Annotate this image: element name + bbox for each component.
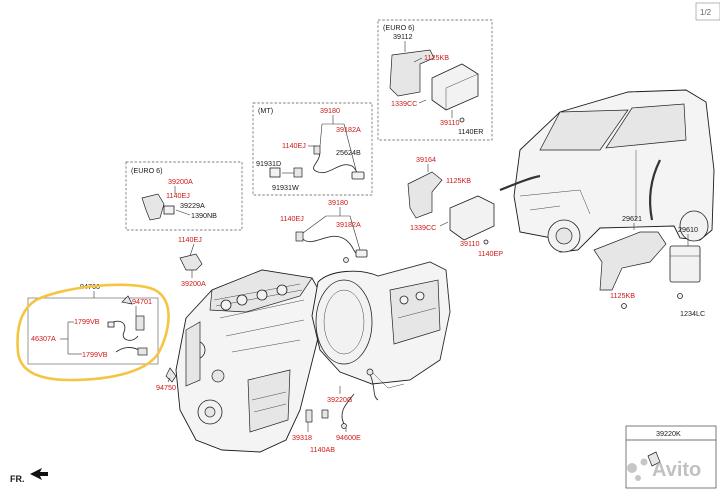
part-1234lc: 1234LC [680,309,705,318]
connector-91931d [269,167,281,178]
part-1125kb-c: 1125KB [610,291,635,300]
part-39182a: 39182A [336,125,361,134]
sensor-94701 [135,315,145,331]
lower-sensors: 39220G 39318 1140AB 94600E 94750 [156,367,379,454]
group-ecu-39164: 39164 1125KB 1339CC 39110 1140EP [407,155,503,258]
part-94750: 94750 [156,383,176,392]
part-39180: 39180 [320,106,340,115]
group-box [252,102,373,196]
part-1390nb: 1390NB [191,211,217,220]
part-39229a: 39229A [180,201,205,210]
front-marker: FR. [10,468,48,484]
part-1799vb-a: 1799VB [74,317,100,326]
front-arrow-icon [30,468,48,480]
group-title: (EURO 6) [131,166,163,175]
ecu-module-39164 [449,195,495,241]
group-title: (EURO 6) [383,23,415,32]
sensor-39200a [141,193,165,221]
sensor-39200a-b [179,253,203,271]
part-46307a: 46307A [31,334,56,343]
group-box [125,161,243,231]
part-39112: 39112 [393,32,412,41]
connector [163,205,175,215]
part-1140ej-b: 1140EJ [280,214,304,223]
part-39220g: 39220G [327,395,353,404]
watermark-avito: Avito [627,458,701,481]
part-1799vb-b: 1799VB [82,350,108,359]
sensor-39318 [305,409,313,423]
page-number: 1/2 [700,8,712,17]
part-39200a: 39200A [168,177,193,186]
transmission [311,261,451,389]
group-box [377,19,493,141]
part-1140ej-d: 1140EJ [178,235,202,244]
part-1125kb-b: 1125KB [446,176,471,185]
part-1140ej-c: 1140EJ [166,191,190,200]
part-39318: 39318 [292,433,312,442]
group-box [27,297,159,365]
sensor-head [313,145,321,155]
part-39110: 39110 [440,118,459,127]
part-1140er: 1140ER [458,127,483,136]
ecu-module [431,63,479,111]
module-29610 [669,245,701,283]
legend-box [625,425,717,489]
sensor-head [295,231,304,242]
group-euro6-ecu-top: (EURO 6) 39112 1125KB 1339CC 39110 1140E… [377,19,493,141]
part-39180-b: 39180 [328,198,348,207]
engine-block [175,269,323,453]
part-1339cc-b: 1339CC [410,223,436,232]
bracket-29621 [593,231,667,291]
part-94701: 94701 [132,297,152,306]
part-91931d: 91931D [256,159,281,168]
group-39220k: 39220K [625,425,717,489]
front-label: FR. [10,474,25,484]
part-94600e: 94600E [336,433,361,442]
part-39164: 39164 [416,155,436,164]
sensor-94750 [165,367,177,383]
part-1339cc: 1339CC [391,99,417,108]
part-39182a-b: 39182A [336,220,361,229]
group-29621: 29621 29610 1125KB 1234LC [593,214,705,318]
sensor-connector [351,171,365,180]
sensor-connector [355,249,368,258]
ecu-bracket-39164 [407,171,443,219]
highlight-marker [16,283,170,382]
watermark-text: Avito [652,459,701,481]
part-29610: 29610 [678,225,698,234]
ecu-bracket [389,49,435,97]
part-1140ej: 1140EJ [282,141,306,150]
group-mt: (MT) 39180 39182A 1140EJ 25624B 91931D 9… [252,102,373,196]
part-29621: 29621 [622,214,642,223]
part-39220k: 39220K [656,429,681,438]
part-91931w: 91931W [272,183,299,192]
group-euro6-left: (EURO 6) 39200A 1140EJ 39229A 1390NB [125,161,243,231]
page-indicator: 1/2 [695,2,720,21]
part-39110-b: 39110 [460,239,479,248]
sensor-39220k [647,451,661,467]
group-39180-sensor: 39180 39182A 1140EJ [280,198,368,263]
part-39200a-b: 39200A [181,279,206,288]
part-1125kb: 1125KB [424,53,449,62]
vehicle-van [499,89,715,253]
part-25624b: 25624B [336,148,361,157]
part-1140ep: 1140EP [478,249,503,258]
part-1140ab: 1140AB [310,445,335,454]
group-sensor-94760: 94760 94701 1799VB 46307A 1799VB [16,282,170,382]
group-title: (MT) [258,106,273,115]
